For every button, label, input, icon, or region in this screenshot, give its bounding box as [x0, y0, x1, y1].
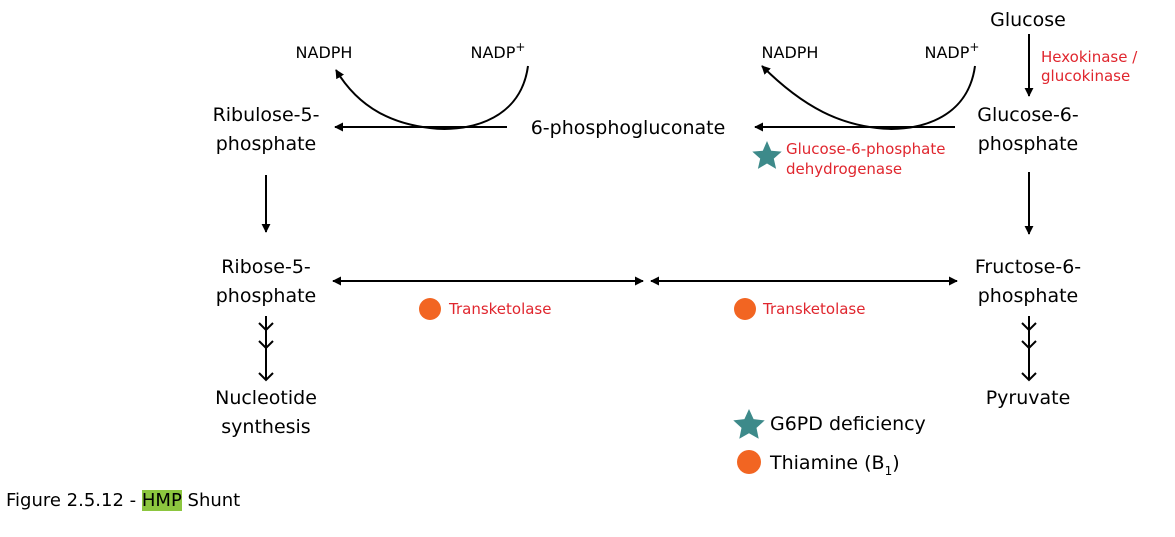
legend-thiamine: Thiamine (B1) [769, 452, 900, 478]
cofactor-nadph-right: NADPH [762, 43, 819, 62]
enzyme-hexokinase-line1: Hexokinase / [1041, 48, 1138, 66]
arrow-nadp-to-nadph-left [335, 65, 529, 130]
circle-icon [419, 298, 441, 320]
node-ru5p-line1: Ribulose-5- [213, 104, 320, 126]
star-icon [752, 141, 782, 169]
node-ru5p-line2: phosphate [216, 133, 317, 155]
node-glucose: Glucose [990, 9, 1066, 31]
multistep-arrow-to-nucleotide [258, 316, 274, 382]
legend-circle-icon [737, 450, 761, 474]
figure-caption: Figure 2.5.12 - HMP Shunt [6, 490, 240, 511]
node-r5p-line1: Ribose-5- [221, 256, 311, 278]
node-f6p-line1: Fructose-6- [975, 256, 1081, 278]
caption-suffix: Shunt [181, 490, 241, 511]
enzyme-hexokinase-line2: glucokinase [1041, 67, 1130, 85]
legend-g6pd-deficiency: G6PD deficiency [770, 413, 926, 435]
node-g6p-line1: Glucose-6- [977, 104, 1079, 126]
caption-prefix: Figure 2.5.12 - [6, 490, 142, 511]
multistep-arrow-to-pyruvate [1021, 316, 1037, 382]
node-pgluconate: 6-phosphogluconate [531, 117, 726, 139]
node-r5p-line2: phosphate [216, 285, 317, 307]
node-g6p-line2: phosphate [978, 133, 1079, 155]
node-pyruvate: Pyruvate [986, 387, 1071, 409]
cofactor-nadp-left: NADP+ [471, 40, 526, 62]
enzyme-transketolase-right: Transketolase [762, 300, 865, 318]
enzyme-transketolase-left: Transketolase [448, 300, 551, 318]
enzyme-g6pd-line1: Glucose-6-phosphate [786, 140, 946, 158]
node-f6p-line2: phosphate [978, 285, 1079, 307]
enzyme-g6pd-line2: dehydrogenase [786, 160, 902, 178]
legend-star-icon [733, 409, 765, 439]
circle-icon [734, 298, 756, 320]
cofactor-nadp-right: NADP+ [925, 40, 980, 62]
arrow-nadp-to-nadph-right [761, 65, 976, 130]
cofactor-nadph-left: NADPH [296, 43, 353, 62]
hmp-shunt-diagram: Glucose Glucose-6- phosphate 6-phosphogl… [213, 9, 1139, 478]
caption-highlight: HMP [141, 490, 182, 511]
node-nucleotide-line2: synthesis [221, 416, 310, 438]
node-nucleotide-line1: Nucleotide [215, 387, 317, 409]
